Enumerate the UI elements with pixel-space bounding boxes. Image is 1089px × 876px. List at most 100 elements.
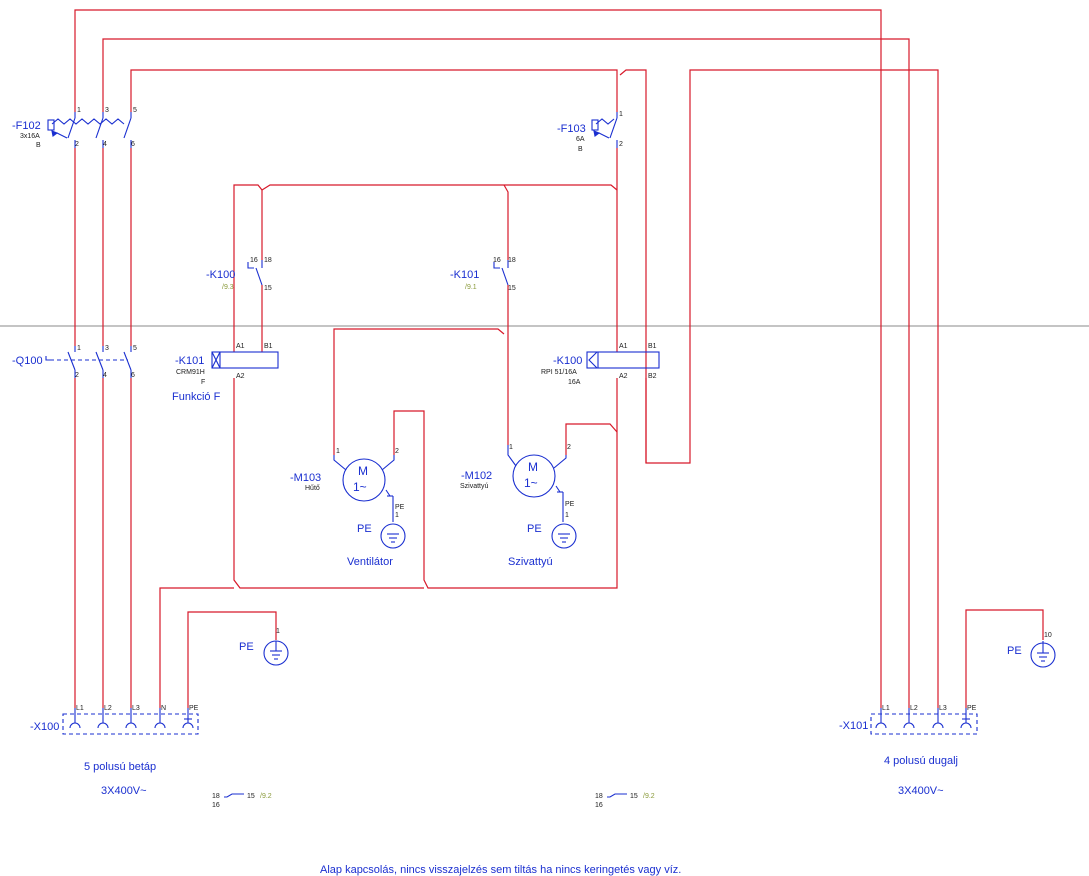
x100-term-n: N [161, 705, 166, 712]
wire-k101-a1 [233, 184, 263, 352]
k101-coil-pin-a2: A2 [236, 373, 245, 380]
k101-coil-pin-b1: B1 [264, 343, 273, 350]
x100-term-pe: PE [189, 705, 199, 712]
m102-tag: -M102 [461, 470, 492, 482]
m102-name: Szivattyú [508, 556, 553, 568]
xref-mid: 18 16 15 /9.2 [595, 793, 655, 809]
k101-contact-pin-16: 16 [493, 257, 501, 264]
x100-terminal-block: L1 L2 L3 N PE -X100 5 polusú betáp 3X400… [30, 705, 199, 797]
xref-mid-ref: /9.2 [643, 793, 655, 800]
f102-pin-2: 2 [75, 141, 79, 148]
f102-breaker: -F102 3x16A B 1 3 5 2 4 6 [12, 107, 137, 149]
k101-contact: 16 18 15 -K101 /9.1 [450, 257, 516, 292]
wire-m103-2-return [393, 378, 618, 589]
q100-switch: -Q100 1 3 5 2 4 6 [12, 345, 137, 379]
k100-coil-pin-b2: B2 [648, 373, 657, 380]
f103-pin-2: 2 [619, 141, 623, 148]
x101-term-l3: L3 [939, 705, 947, 712]
wiring [74, 9, 1044, 708]
k100-contact-pin-15: 15 [264, 285, 272, 292]
m102-pe-pin: PE [565, 501, 575, 508]
m102-phase: 1~ [524, 476, 538, 490]
wire-m102-2 [565, 423, 618, 455]
xref-mid-c: 15 [630, 793, 638, 800]
f102-pin-3: 3 [105, 107, 109, 114]
pe-right-label: PE [1007, 645, 1022, 657]
x101-term-l1: L1 [882, 705, 890, 712]
k100-coil-rating: 16A [568, 379, 581, 386]
xref-mid-b: 16 [595, 802, 603, 809]
m103-symbol: M [358, 464, 368, 478]
f102-pin-5: 5 [133, 107, 137, 114]
x101-voltage: 3X400V~ [898, 785, 944, 797]
q100-pin-1: 1 [77, 345, 81, 352]
k100-contact-tag: -K100 [206, 269, 235, 281]
q100-pin-2: 2 [75, 372, 79, 379]
m102-desc: Szivattyú [460, 483, 489, 490]
k100-coil: -K100 RPI 51/16A 16A A1 A2 B1 B2 [541, 343, 660, 386]
m103-earth-symbol [380, 523, 406, 549]
x101-term-pe: PE [967, 705, 977, 712]
k101-contact-ref: /9.1 [465, 284, 477, 291]
k101-coil-tag: -K101 [175, 355, 204, 367]
xref-left-a: 18 [212, 793, 220, 800]
x100-voltage: 3X400V~ [101, 785, 147, 797]
m103-pin-2: 2 [395, 448, 399, 455]
pe-right-pin: 10 [1044, 632, 1052, 639]
x100-term-l2: L2 [104, 705, 112, 712]
m102-earth-symbol [551, 523, 577, 549]
m103-tag: -M103 [290, 472, 321, 484]
k101-coil-model: CRM91H [176, 369, 205, 376]
wire-neutral [159, 587, 234, 708]
q100-tag: -Q100 [12, 355, 43, 367]
x100-desc: 5 polusú betáp [84, 761, 156, 773]
f102-rating: 3x16A [20, 133, 40, 140]
q100-pin-6: 6 [131, 372, 135, 379]
wire-m103-1 [333, 328, 505, 455]
xref-mid-a: 18 [595, 793, 603, 800]
m103-desc: Hűtő [305, 485, 320, 492]
k101-coil-mode: F [201, 379, 205, 386]
q100-pin-3: 3 [105, 345, 109, 352]
wire-l1-loop [74, 9, 882, 708]
k100-coil-model: RPI 51/16A [541, 369, 577, 376]
f103-tag: -F103 [557, 123, 586, 135]
x101-desc: 4 polusú dugalj [884, 755, 958, 767]
f102-tag: -F102 [12, 120, 41, 132]
xref-left-ref: /9.2 [260, 793, 272, 800]
f102-type: B [36, 142, 41, 149]
wire-pe-right [965, 609, 1044, 708]
k100-coil-pin-b1: B1 [648, 343, 657, 350]
m103-pin-1: 1 [336, 448, 340, 455]
f103-rating: 6A [576, 136, 585, 143]
k100-contact-ref: /9.3 [222, 284, 234, 291]
wire-l3-loop [619, 69, 939, 708]
m102-pe-num: 1 [565, 512, 569, 519]
x101-term-l2: L2 [910, 705, 918, 712]
pe-right: 10 PE [1007, 632, 1056, 668]
q100-pin-4: 4 [103, 372, 107, 379]
wire-ctrl-bus [261, 184, 618, 191]
m103-phase: 1~ [353, 480, 367, 494]
k100-coil-pin-a1: A1 [619, 343, 628, 350]
m102-pin-1: 1 [509, 444, 513, 451]
f103-type: B [578, 146, 583, 153]
f102-pin-1: 1 [77, 107, 81, 114]
m103-pe-pin: PE [395, 504, 405, 511]
xref-left: 18 16 15 /9.2 [212, 793, 272, 809]
k101-contact-pin-15: 15 [508, 285, 516, 292]
x100-tag: -X100 [30, 721, 59, 733]
f102-pin-6: 6 [131, 141, 135, 148]
k101-coil-function: Funkció F [172, 391, 221, 403]
m102-symbol: M [528, 460, 538, 474]
pe-main-label: PE [239, 641, 254, 653]
wire-pe-main [187, 611, 277, 708]
wire-k101-a2 [233, 378, 424, 589]
m103-pe-label: PE [357, 523, 372, 535]
m102-pin-2: 2 [567, 444, 571, 451]
xref-left-b: 16 [212, 802, 220, 809]
k100-coil-tag: -K100 [553, 355, 582, 367]
m102-motor: M 1~ 1 2 PE 1 -M102 Szivattyú PE Szivatt… [460, 444, 577, 568]
m103-name: Ventilátor [347, 556, 393, 568]
k100-contact-pin-18: 18 [264, 257, 272, 264]
